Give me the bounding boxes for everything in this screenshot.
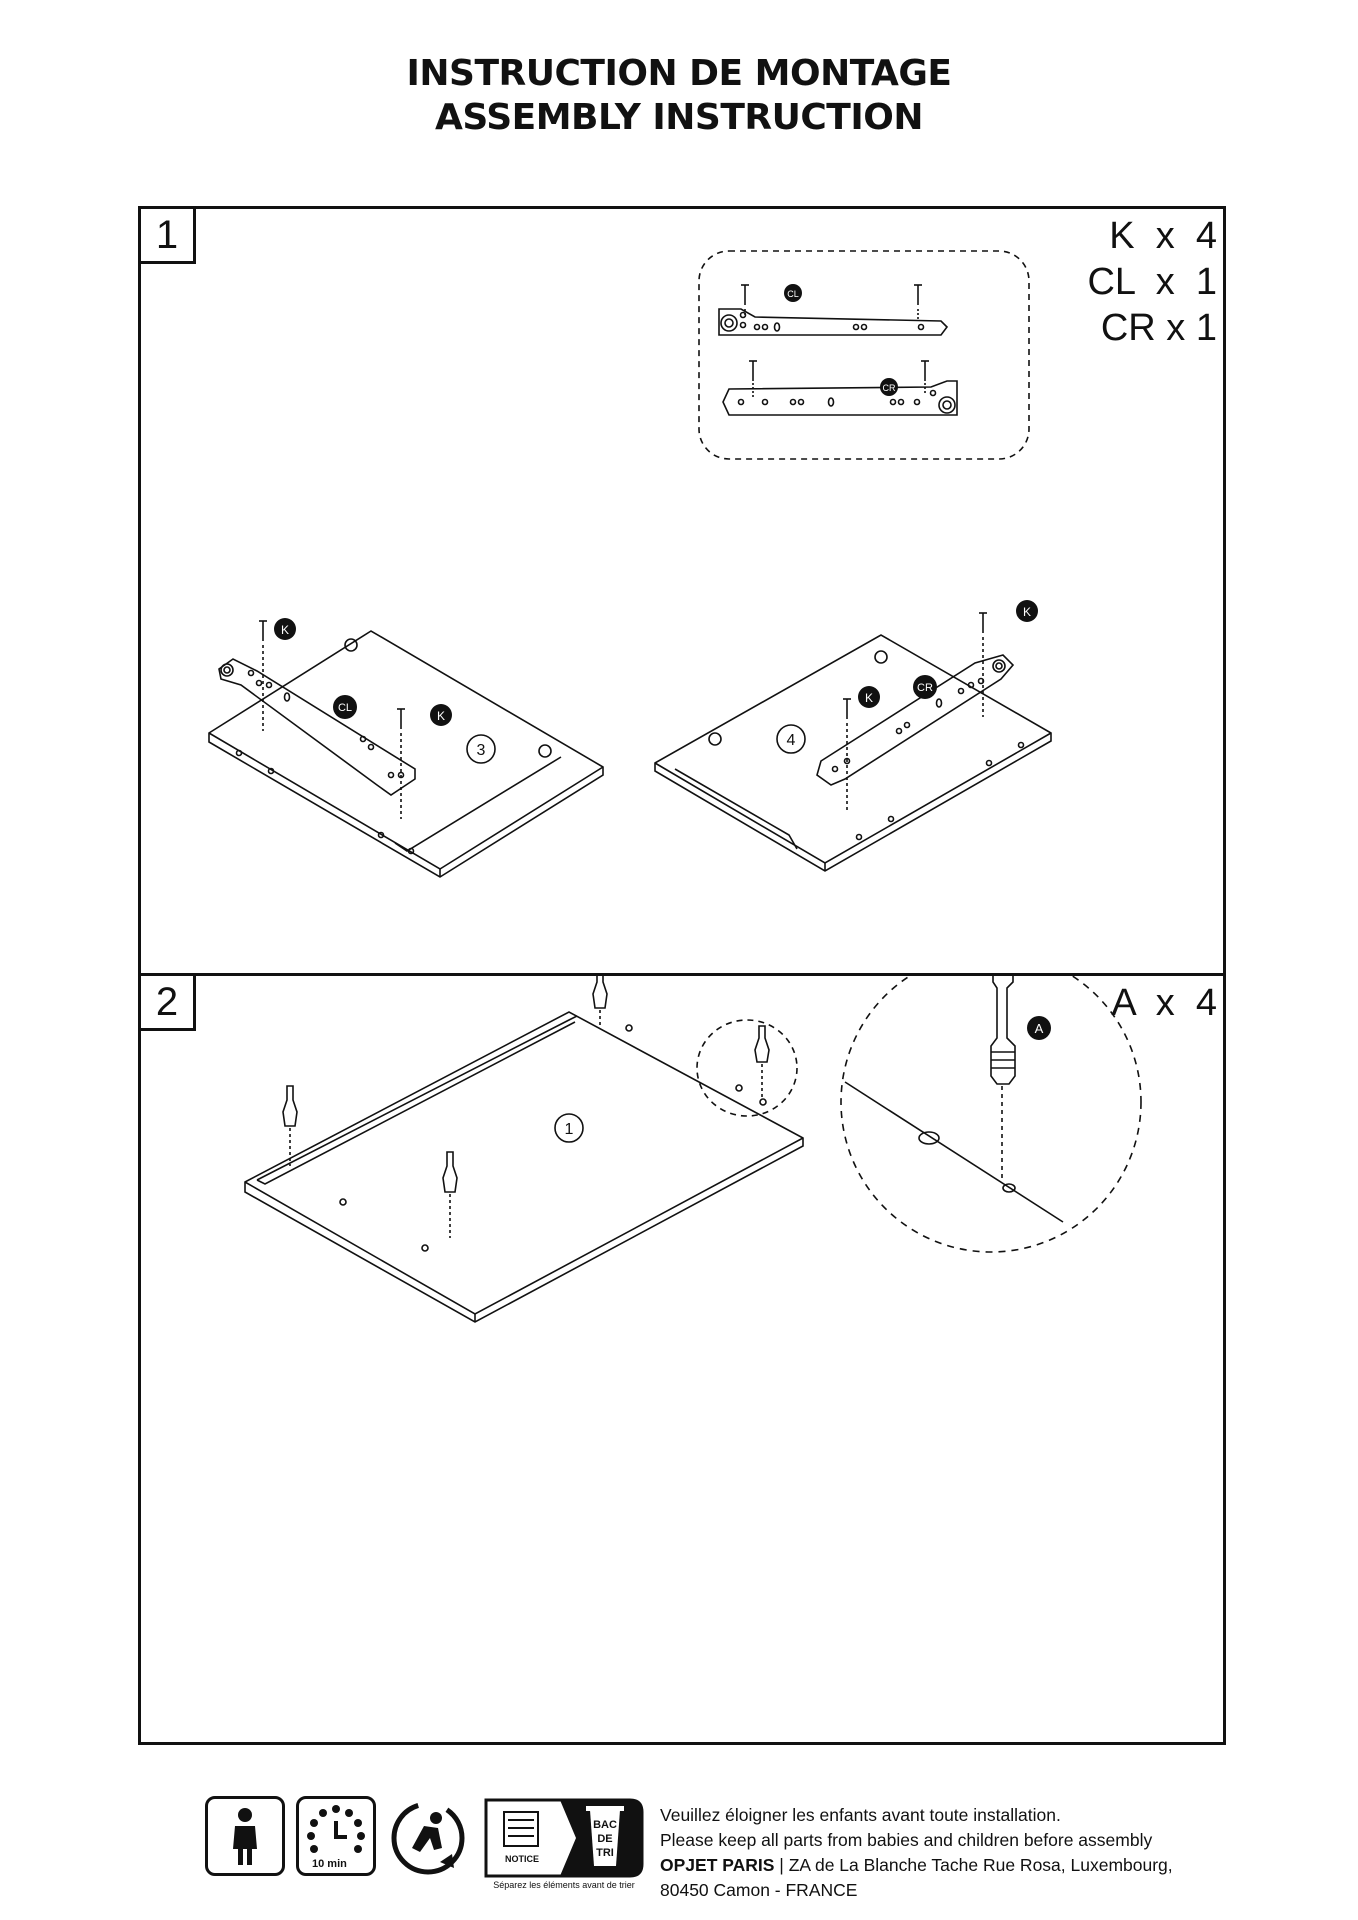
label-cr-inset: CR [883,383,896,393]
title-english: ASSEMBLY INSTRUCTION [435,97,923,138]
panel-number-3: 3 [477,742,486,759]
step-1-diagram: CL CR K K CL K K CR 3 4 [208,250,1052,878]
step-2-number: 2 [138,973,196,1031]
svg-text:TRI: TRI [596,1847,614,1859]
part-callout-4 [776,724,806,754]
address-line-1: | ZA de La Blanche Tache Rue Rosa, Luxem… [774,1855,1173,1875]
label-k-1: K [281,623,289,637]
time-label: 10 min [312,1858,347,1870]
panel-number-1: 1 [565,1121,574,1138]
label-k-2: K [437,709,445,723]
label-cr: CR [917,682,933,694]
part-callout-1 [554,1113,584,1143]
parts-inset-box [698,250,1030,460]
person-icon [205,1796,285,1876]
rail-icon [718,308,949,336]
screw-icon [741,284,749,317]
label-cl: CL [338,702,352,714]
rail-icon [722,380,958,416]
footer-line-en: Please keep all parts from babies and ch… [660,1830,1153,1850]
footer-address: OPJET PARIS | ZA de La Blanche Tache Rue… [660,1853,1173,1878]
label-cl-inset: CL [787,289,799,299]
sorting-bin-icon: BAC DE TRI [586,1806,624,1866]
qty-k: K x 4 [1109,215,1217,257]
screw-icon [979,612,987,717]
panel-number-4: 4 [787,732,796,749]
sort-caption: Séparez les éléments avant de trier [493,1880,635,1890]
step-2-panel: 2 A x 4 [138,973,1226,1745]
label-badges [274,284,1038,726]
part-callout-3 [466,734,496,764]
svg-text:DE: DE [597,1833,612,1845]
label-k-4: K [865,691,873,705]
cam-bolt-icon [754,1025,770,1098]
notice-icon: NOTICE BAC DE TRI [480,1798,644,1878]
screw-icon [843,698,851,813]
rail-icon [218,658,416,796]
footer-line-fr: Veuillez éloigner les enfants avant tout… [660,1805,1061,1825]
screw-icon [914,284,922,319]
qty-a: A x 4 [1111,982,1217,1024]
cam-bolt-icon [282,1085,298,1166]
step-1-number: 1 [138,206,196,264]
step-2-diagram: A 1 [244,976,1142,1323]
address-line-2: 80450 Camon - FRANCE [660,1880,858,1900]
label-a: A [1035,1021,1044,1036]
company-name: OPJET PARIS [660,1855,775,1875]
cam-bolt-icon [592,976,608,1028]
cam-bolt-icon [990,976,1016,1182]
step-2-quantities: A x 4 [1111,980,1217,1026]
qty-cl: CL x 1 [1087,261,1217,303]
recycle-icon [386,1796,470,1880]
screw-icon [749,360,757,397]
page-title: INSTRUCTION DE MONTAGE ASSEMBLY INSTRUCT… [0,52,1358,140]
cam-bolt-icon [442,1151,458,1238]
screw-icon [921,360,929,395]
svg-text:BAC: BAC [593,1819,617,1831]
title-french: INSTRUCTION DE MONTAGE [406,53,952,94]
step-1-quantities: K x 4 CL x 1 CR x 1 [1087,213,1217,351]
clock-icon [296,1796,376,1876]
label-k-3: K [1023,605,1031,619]
qty-cr: CR x 1 [1100,307,1217,349]
footer-text: Veuillez éloigner les enfants avant tout… [660,1803,1173,1903]
step-1-panel: 1 K x 4 CL x 1 CR x 1 [138,206,1226,976]
screw-icon [259,620,267,731]
notice-label: NOTICE [505,1854,539,1864]
screw-icon [397,708,405,819]
